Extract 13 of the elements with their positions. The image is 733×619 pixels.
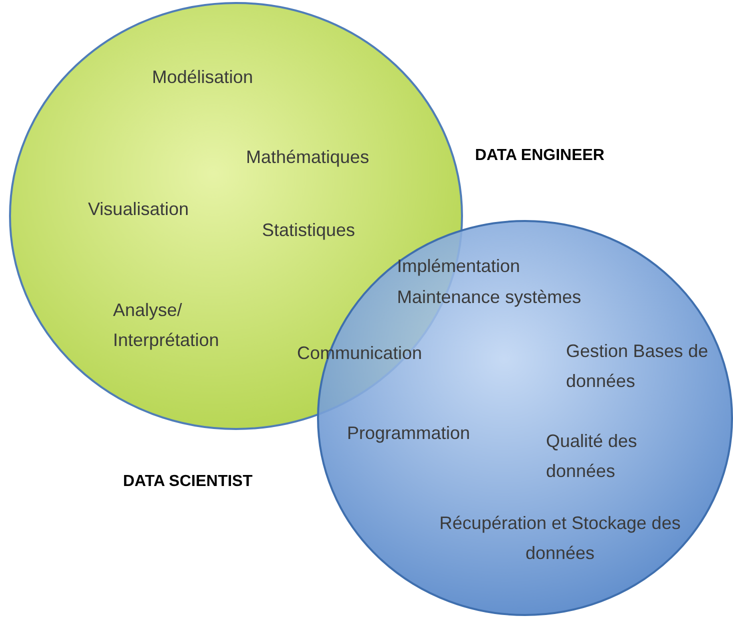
skill-label: Implémentation [397,255,520,278]
skill-label: Récupération et Stockage des données [438,512,682,565]
skill-label: Modélisation [152,66,254,89]
skill-label: Visualisation [88,198,189,221]
skill-label: Programmation [347,422,470,445]
role-heading: DATA SCIENTIST [123,472,252,492]
skill-label: Gestion Bases de données [566,340,710,393]
skill-label: Qualité des données [546,430,638,483]
skill-label: Mathématiques [246,146,370,169]
skill-label: Maintenance systèmes [397,286,582,309]
skill-label: Analyse/ Interprétation [113,299,220,352]
skill-label: Statistiques [262,219,356,242]
role-heading: DATA ENGINEER [475,146,604,166]
